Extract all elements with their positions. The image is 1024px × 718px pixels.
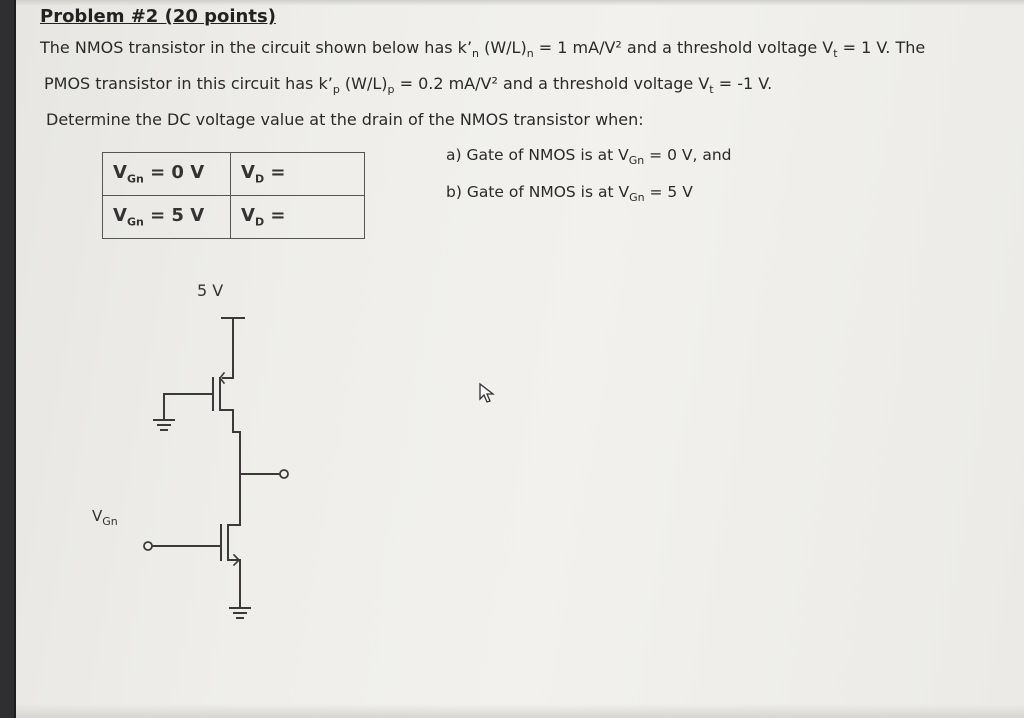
mouse-pointer-icon [479, 382, 495, 403]
question-b: b) Gate of NMOS is at VGn = 5 V [446, 183, 693, 205]
output-terminal [279, 469, 289, 479]
nmos-transistor [220, 524, 241, 567]
input-terminal [143, 541, 153, 551]
vgn-cell: VGn = 5 V [102, 195, 231, 239]
ground-symbol-2 [229, 607, 251, 619]
vgn-cell: VGn = 0 V [102, 152, 231, 196]
problem-line-2: PMOS transistor in this circuit has k’p … [44, 74, 773, 97]
screen [14, 0, 1024, 718]
problem-instruction: Determine the DC voltage value at the dr… [46, 110, 644, 129]
vd-answer-cell[interactable]: VD = [230, 152, 365, 196]
answer-table: VGn = 0 V VD = VGn = 5 V VD = [102, 152, 365, 239]
table-row: VGn = 0 V VD = [102, 152, 365, 196]
vd-answer-cell[interactable]: VD = [230, 195, 365, 239]
pmos-transistor [212, 371, 234, 433]
input-gate-label: VGn [92, 507, 118, 528]
pmos-gate-wire [163, 393, 214, 421]
problem-title: Problem #2 (20 points) [40, 6, 276, 27]
question-a: a) Gate of NMOS is at VGn = 0 V, and [446, 146, 732, 168]
table-row: VGn = 5 V VD = [102, 195, 365, 239]
problem-line-1: The NMOS transistor in the circuit shown… [40, 38, 926, 61]
supply-voltage-label: 5 V [197, 281, 224, 300]
ground-symbol-1 [153, 419, 175, 431]
